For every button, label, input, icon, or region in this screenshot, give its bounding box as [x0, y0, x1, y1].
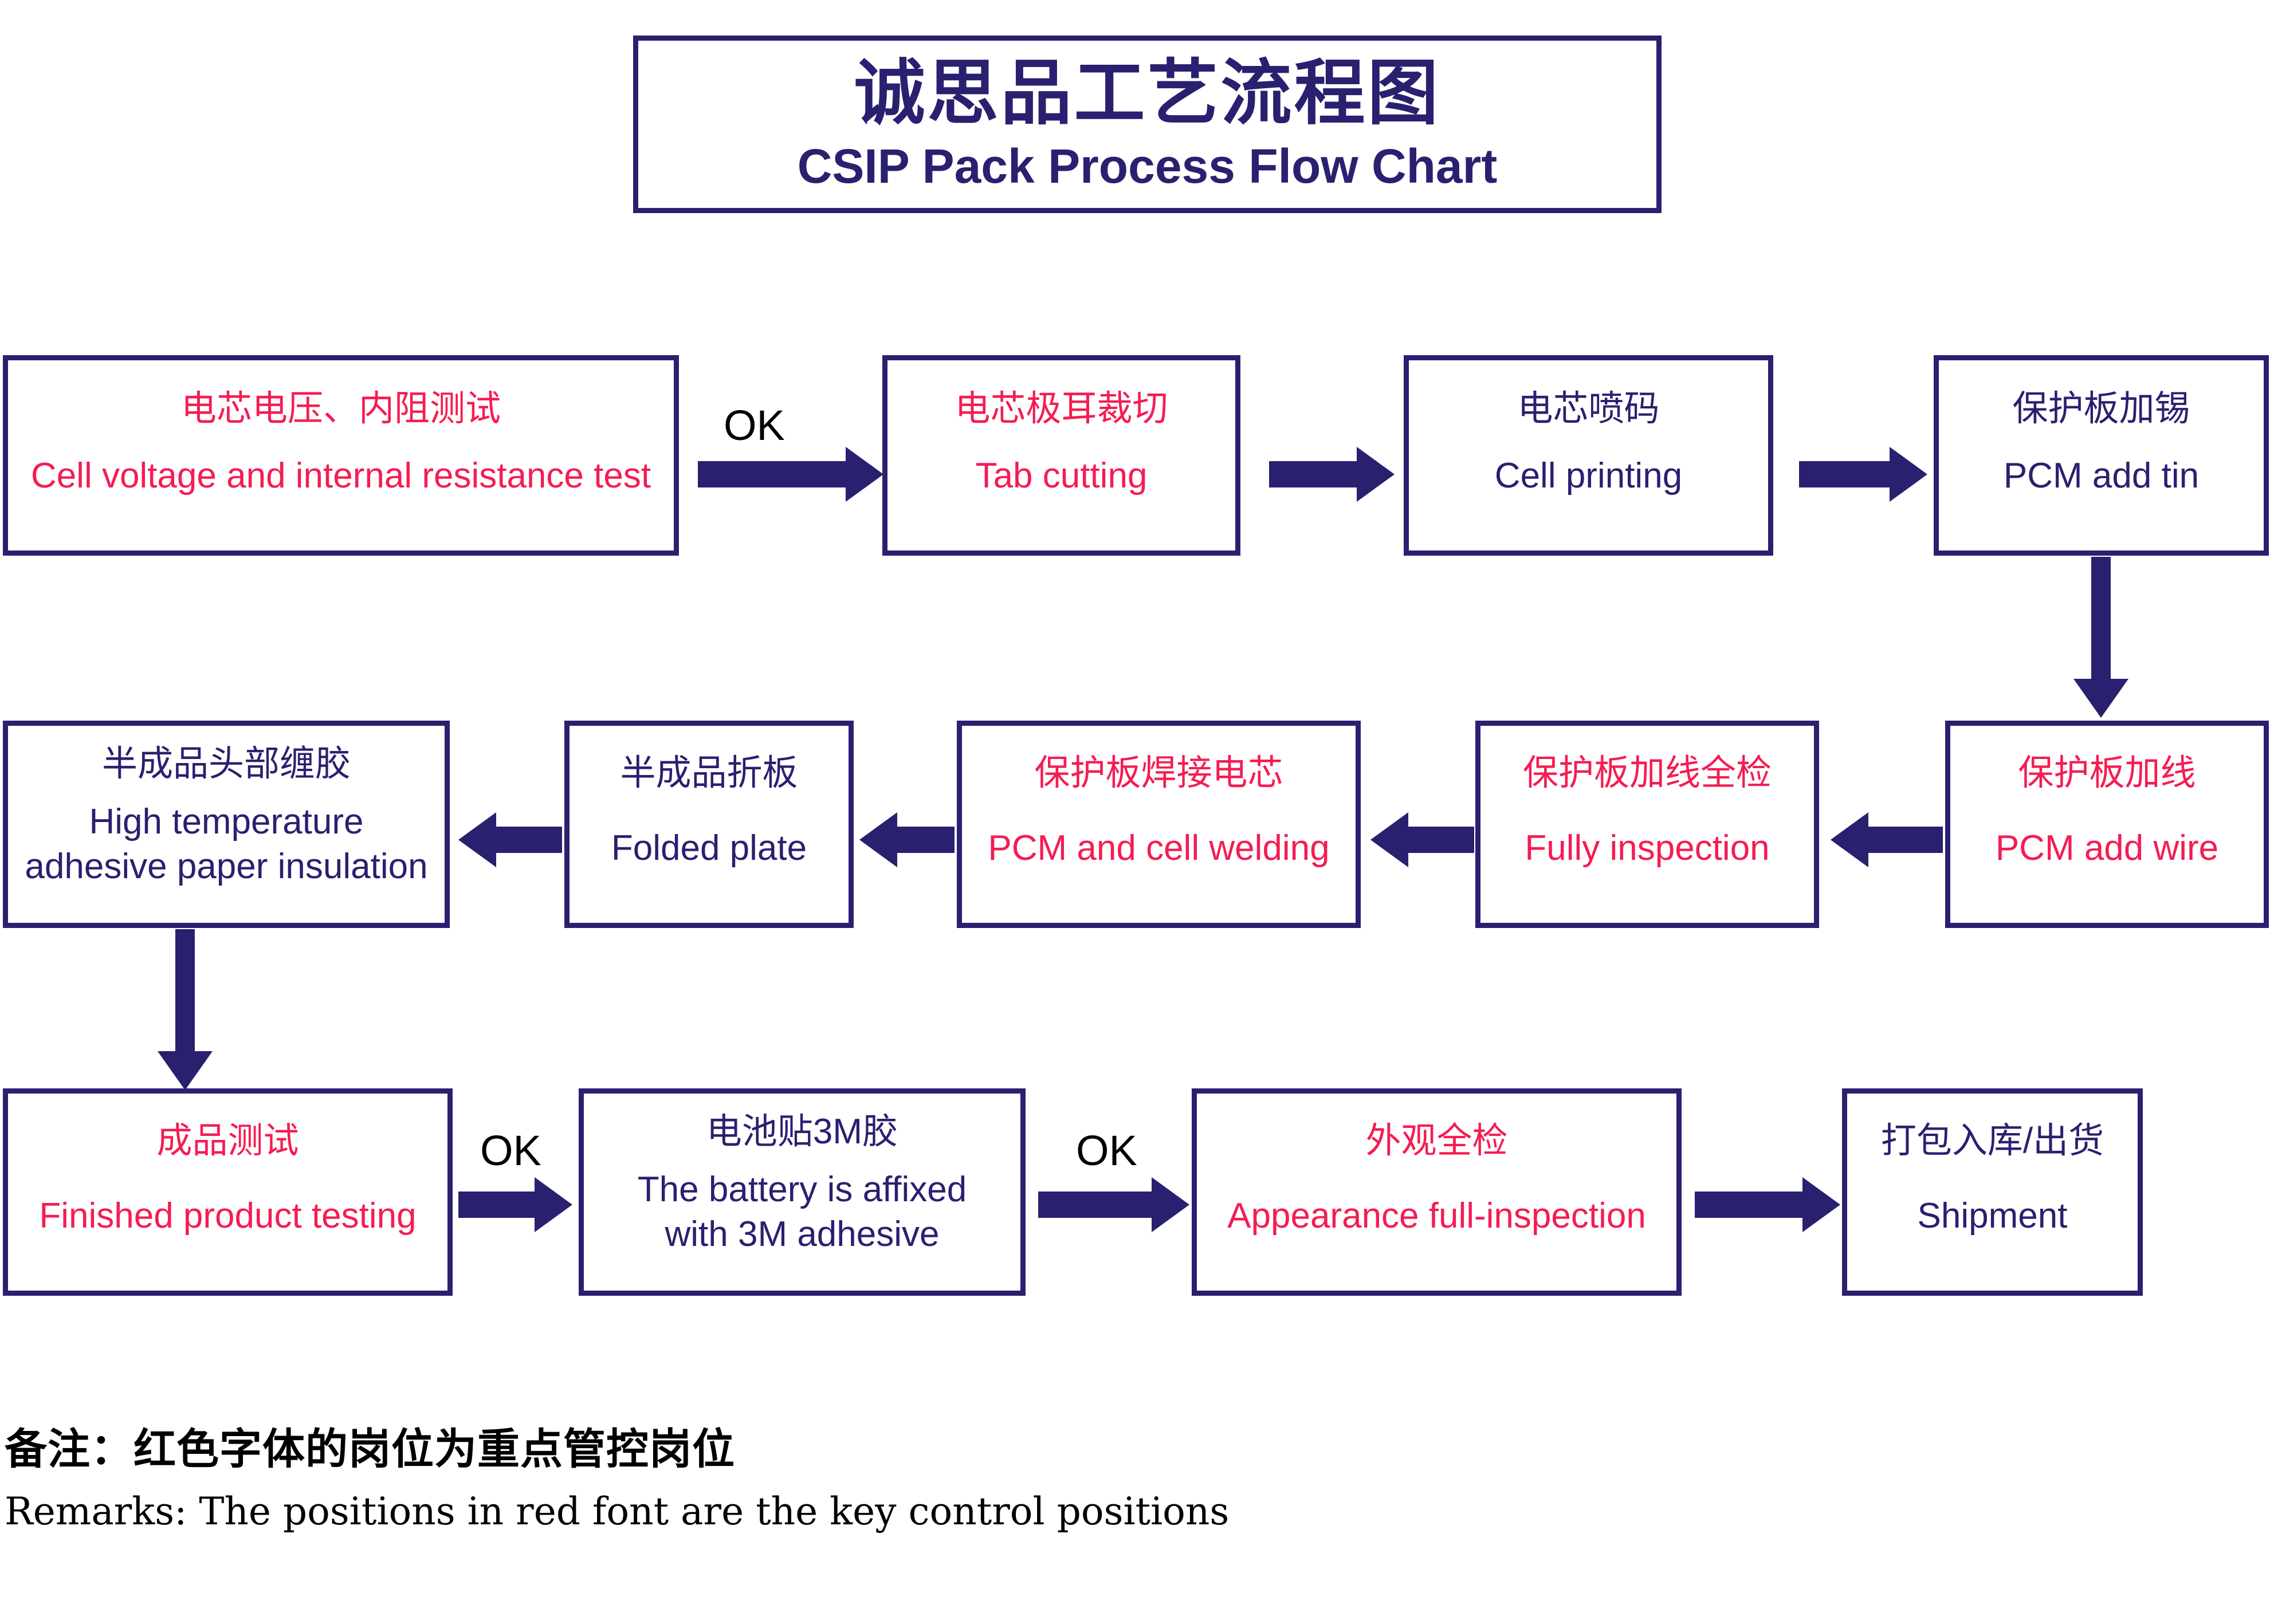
arrow-shaft	[1269, 461, 1358, 487]
process-label-cn: 半成品头部缠胶	[101, 744, 351, 784]
process-box-tab-cutting[interactable]: 电芯极耳裁切 Tab cutting	[882, 355, 1240, 556]
process-label-en: Finished product testing	[39, 1196, 417, 1236]
chart-title-cn: 诚思品工艺流程图	[854, 53, 1441, 133]
process-box-appearance-full-inspection[interactable]: 外观全检 Appearance full-inspection	[1192, 1088, 1682, 1296]
connector-label-ok-3: OK	[1076, 1127, 1137, 1174]
connector-label-ok-1: OK	[724, 402, 785, 449]
process-label-cn: 电芯喷码	[1517, 389, 1660, 428]
process-label-en: Cell voltage and internal resistance tes…	[30, 456, 651, 496]
process-box-high-temp-insulation[interactable]: 半成品头部缠胶 High temperature adhesive paper …	[3, 721, 450, 928]
process-box-pcm-add-tin[interactable]: 保护板加锡 PCM add tin	[1934, 355, 2269, 556]
arrow-head	[846, 447, 883, 502]
arrow-shaft	[698, 461, 847, 487]
process-label-cn: 半成品折板	[620, 753, 798, 793]
process-label-en-line2: adhesive paper insulation	[25, 846, 428, 886]
connector-label-ok-2: OK	[480, 1127, 541, 1174]
chart-title-box: 诚思品工艺流程图 CSIP Pack Process Flow Chart	[633, 36, 1662, 213]
process-label-cn: 保护板加线	[2018, 753, 2196, 793]
process-box-cell-printing[interactable]: 电芯喷码 Cell printing	[1404, 355, 1773, 556]
process-label-en: PCM add tin	[2003, 456, 2200, 496]
arrow-head	[158, 1051, 213, 1090]
process-label-cn: 成品测试	[156, 1121, 299, 1161]
process-label-en: Appearance full-inspection	[1227, 1196, 1646, 1236]
process-box-finished-product-testing[interactable]: 成品测试 Finished product testing	[3, 1088, 453, 1296]
arrow-head	[1357, 447, 1395, 502]
arrow-shaft	[1038, 1192, 1153, 1218]
process-label-en: PCM and cell welding	[988, 828, 1330, 868]
process-box-pcm-cell-welding[interactable]: 保护板焊接电芯 PCM and cell welding	[957, 721, 1361, 928]
process-box-fully-inspection[interactable]: 保护板加线全检 Fully inspection	[1475, 721, 1819, 928]
process-box-folded-plate[interactable]: 半成品折板 Folded plate	[564, 721, 854, 928]
process-label-cn: 电池贴3M胶	[706, 1112, 898, 1151]
process-label-cn: 电芯电压、内阻测试	[180, 389, 501, 428]
process-box-battery-3m-adhesive[interactable]: 电池贴3M胶 The battery is affixed with 3M ad…	[579, 1088, 1026, 1296]
arrow-head	[859, 812, 897, 867]
arrow-shaft	[897, 827, 955, 853]
process-label-en: Folded plate	[611, 828, 807, 868]
arrow-shaft	[458, 1192, 536, 1218]
arrow-shaft	[1695, 1192, 1804, 1218]
arrow-shaft	[1799, 461, 1891, 487]
process-box-cell-voltage-test[interactable]: 电芯电压、内阻测试 Cell voltage and internal resi…	[3, 355, 679, 556]
process-label-en-line1: High temperature	[89, 802, 364, 842]
arrow-head	[535, 1177, 572, 1232]
arrow-head	[1370, 812, 1408, 867]
process-label-cn: 保护板加线全检	[1522, 753, 1772, 793]
arrow-head	[1890, 447, 1927, 502]
process-label-cn: 保护板加锡	[2012, 389, 2190, 428]
process-label-cn: 保护板焊接电芯	[1034, 753, 1283, 793]
arrow-shaft	[2091, 557, 2111, 680]
remarks-cn: 备注：红色字体的岗位为重点管控岗位	[5, 1425, 735, 1473]
process-label-en: Shipment	[1917, 1196, 2068, 1236]
arrow-head	[458, 812, 496, 867]
process-label-cn: 打包入库/出货	[1880, 1121, 2104, 1161]
arrow-head	[1831, 812, 1868, 867]
arrow-head	[2073, 679, 2128, 718]
process-label-en-line1: The battery is affixed	[637, 1170, 967, 1210]
arrow-shaft	[496, 827, 562, 853]
process-label-en: Cell printing	[1494, 456, 1683, 496]
arrow-head	[1152, 1177, 1189, 1232]
process-box-shipment[interactable]: 打包入库/出货 Shipment	[1842, 1088, 2143, 1296]
arrow-shaft	[1868, 827, 1943, 853]
chart-title-en: CSIP Pack Process Flow Chart	[797, 139, 1498, 193]
arrow-shaft	[175, 929, 195, 1052]
remarks-en: Remarks: The positions in red font are t…	[5, 1489, 1230, 1533]
process-label-en-line2: with 3M adhesive	[665, 1214, 940, 1254]
process-label-en: PCM add wire	[1995, 828, 2219, 868]
process-label-en: Fully inspection	[1525, 828, 1770, 868]
process-label-cn: 外观全检	[1365, 1121, 1508, 1161]
process-label-cn: 电芯极耳裁切	[955, 389, 1168, 428]
process-box-pcm-add-wire[interactable]: 保护板加线 PCM add wire	[1945, 721, 2269, 928]
process-label-en: Tab cutting	[975, 456, 1148, 496]
arrow-shaft	[1408, 827, 1474, 853]
arrow-head	[1802, 1177, 1840, 1232]
